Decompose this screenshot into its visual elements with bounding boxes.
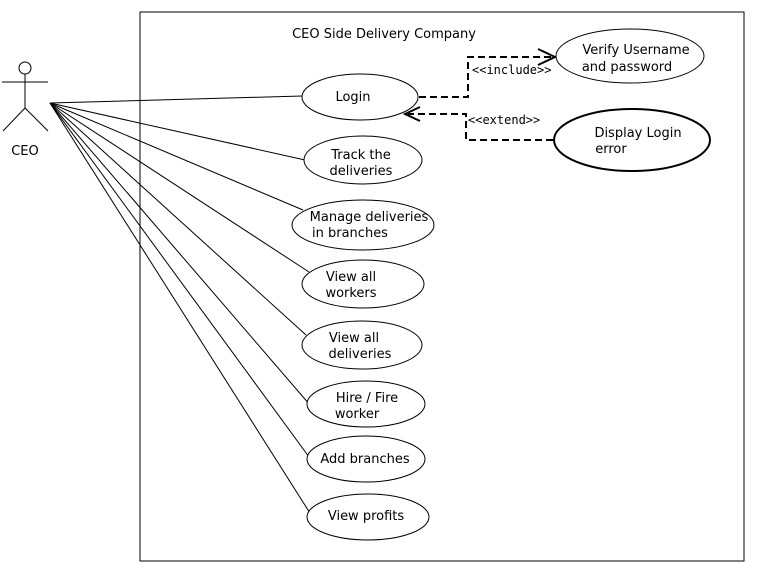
assoc-workers	[49, 102, 310, 273]
use-case-label: View all	[329, 331, 379, 346]
system-title: CEO Side Delivery Company	[292, 27, 476, 42]
use-case-login[interactable]: Login	[301, 73, 419, 121]
use-case-view-deliveries[interactable]: View all deliveries	[301, 320, 423, 370]
assoc-manage	[49, 102, 304, 211]
actor-label: CEO	[11, 144, 39, 159]
use-case-label: Verify Username	[582, 43, 689, 58]
assoc-login	[49, 95, 303, 104]
use-case-verify-credentials[interactable]: Verify Username and password	[555, 28, 705, 84]
use-case-hire-fire[interactable]: Hire / Fire worker	[306, 380, 426, 428]
use-case-label: Manage deliveries	[310, 210, 429, 225]
use-case-label: in branches	[312, 226, 388, 241]
use-case-view-workers[interactable]: View all workers	[301, 259, 425, 309]
use-case-label: Login	[335, 90, 370, 105]
use-case-manage-deliveries[interactable]: Manage deliveries in branches	[291, 199, 435, 251]
assoc-hire	[49, 102, 311, 406]
use-case-track-deliveries[interactable]: Track the deliveries	[303, 135, 423, 185]
system-boundary	[139, 11, 745, 562]
use-case-display-login-error[interactable]: Display Login error	[553, 108, 711, 172]
use-case-label: error	[595, 142, 627, 157]
extend-relation: <<extend>>	[402, 106, 553, 141]
use-case-view-profits[interactable]: View profits	[306, 493, 430, 541]
use-case-label: Track the	[330, 148, 390, 163]
include-label: <<include>>	[472, 63, 551, 77]
use-case-label: deliveries	[330, 164, 393, 179]
use-case-label: View profits	[328, 509, 405, 524]
actor-ceo: CEO	[2, 61, 49, 159]
use-case-add-branches[interactable]: Add branches	[306, 435, 426, 483]
assoc-branches	[49, 102, 313, 462]
use-case-label: and password	[582, 60, 672, 75]
use-case-label: View all	[326, 270, 376, 285]
use-case-label: Hire / Fire	[336, 391, 398, 406]
assoc-track	[49, 102, 306, 161]
associations	[49, 95, 316, 522]
use-case-label: Display Login	[594, 126, 681, 141]
use-case-label: workers	[325, 286, 376, 301]
use-case-label: worker	[335, 407, 380, 422]
use-case-label: deliveries	[329, 347, 392, 362]
assoc-deliveries	[49, 102, 307, 336]
use-case-label: Add branches	[320, 452, 409, 467]
extend-label: <<extend>>	[468, 113, 540, 127]
include-relation: <<include>>	[419, 48, 558, 98]
assoc-profits	[49, 102, 316, 522]
